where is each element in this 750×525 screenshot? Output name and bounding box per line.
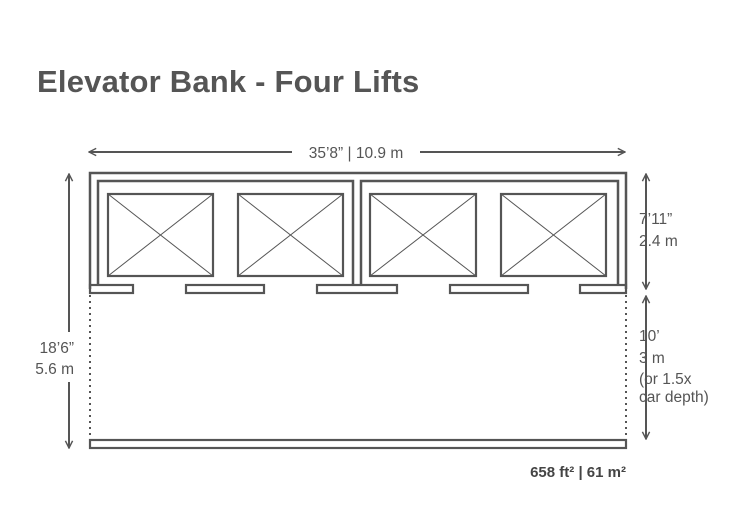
lobby-depth-m: 3 m	[639, 350, 665, 367]
elevator-car-4	[499, 192, 608, 278]
elevator-car-3	[368, 192, 478, 278]
car-depth-ft: 7’11”	[639, 211, 672, 228]
elevator-car-2	[236, 192, 345, 278]
car-depth-dimension: 7’11” 2.4 m	[639, 174, 678, 289]
area-label: 658 ft² | 61 m²	[530, 464, 626, 481]
lobby-depth-ft: 10’	[639, 328, 660, 345]
lobby-note-2: car depth)	[639, 389, 709, 406]
diagram-title: Elevator Bank - Four Lifts	[37, 64, 420, 99]
door-sills	[88, 283, 628, 295]
total-depth-m: 5.6 m	[35, 361, 74, 378]
lobby-area	[88, 295, 628, 450]
lobby-depth-dimension: 10’ 3 m (or 1.5x car depth)	[639, 296, 709, 439]
total-depth-ft: 18’6”	[40, 340, 74, 357]
car-depth-m: 2.4 m	[639, 233, 678, 250]
width-label: 35’8” | 10.9 m	[309, 145, 404, 162]
width-dimension: 35’8” | 10.9 m	[89, 145, 625, 162]
total-depth-dimension: 18’6” 5.6 m	[35, 174, 74, 448]
elevator-car-1	[106, 192, 215, 278]
lobby-note-1: (or 1.5x	[639, 371, 692, 388]
shaft-walls	[88, 171, 628, 289]
